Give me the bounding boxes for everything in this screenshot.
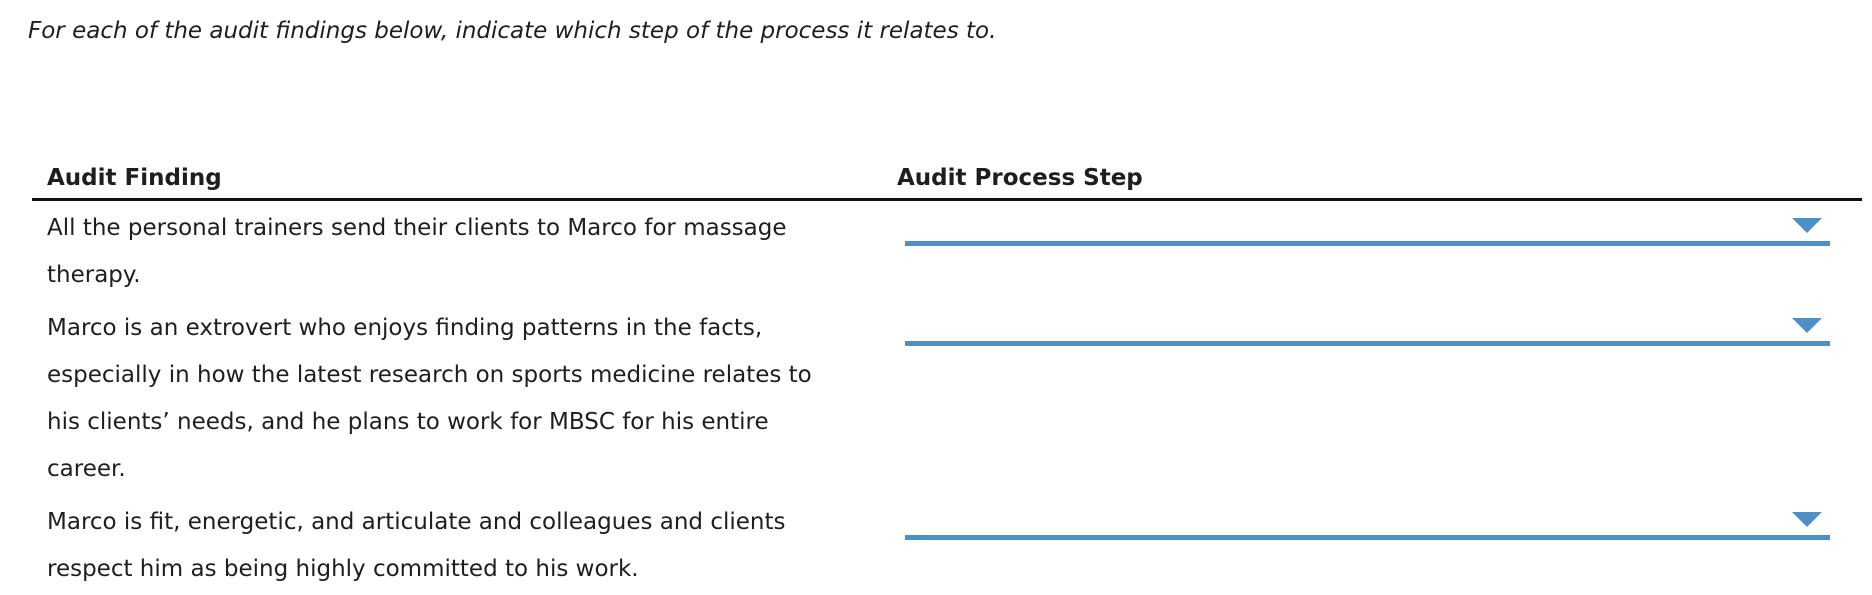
audit-step-select[interactable] <box>905 205 1830 246</box>
audit-step-cell <box>897 305 1862 493</box>
caret-down-icon <box>1792 318 1822 333</box>
column-header-audit-finding: Audit Finding <box>47 165 222 191</box>
audit-finding-text: Marco is fit, energetic, and articulate … <box>47 509 786 582</box>
caret-down-icon <box>1792 218 1822 233</box>
audit-step-select[interactable] <box>905 305 1830 346</box>
column-header-audit-process-step: Audit Process Step <box>897 165 1143 191</box>
audit-finding-text: Marco is an extrovert who enjoys finding… <box>47 315 812 482</box>
audit-step-cell <box>897 205 1862 299</box>
audit-step-cell <box>897 499 1862 593</box>
audit-finding-text: All the personal trainers send their cli… <box>47 215 787 288</box>
caret-down-icon <box>1792 512 1822 527</box>
table-row: Marco is an extrovert who enjoys finding… <box>32 301 1862 495</box>
table-row: Marco is fit, energetic, and articulate … <box>32 495 1862 595</box>
table-row: All the personal trainers send their cli… <box>32 201 1862 301</box>
table-header-row: Audit Finding Audit Process Step <box>32 162 1862 201</box>
audit-findings-table: Audit Finding Audit Process Step All the… <box>32 162 1862 595</box>
audit-step-select[interactable] <box>905 499 1830 540</box>
question-instruction: For each of the audit findings below, in… <box>28 18 997 44</box>
